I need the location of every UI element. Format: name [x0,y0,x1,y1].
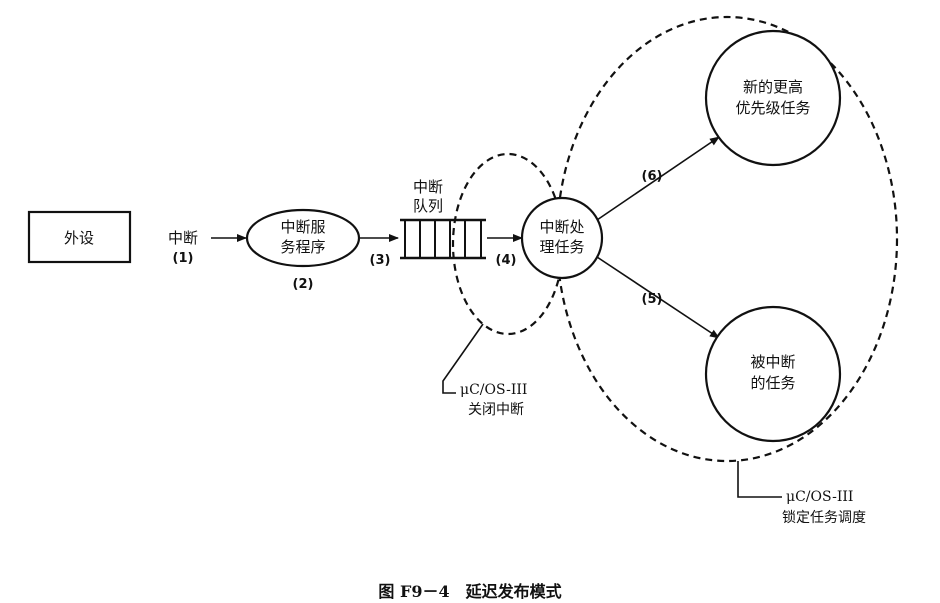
queue-label-line2: 队列 [413,197,443,215]
lock-scheduler-line2: 锁定任务调度 [782,510,866,526]
edge-interrupt: 中断 (1) [168,229,247,266]
lock-scheduler-line1: μC/OS-III [786,489,853,505]
queue-label-line1: 中断 [413,178,443,196]
step-4-label: (4) [496,253,517,268]
figure-caption: 图 F9－4 延迟发布模式 [378,582,561,601]
step-2-label: (2) [293,277,314,292]
handler-task-node: 中断处 理任务 [520,196,604,280]
edge-step-5: (5) [596,256,720,339]
interrupted-label-line1: 被中断 [750,353,795,371]
edge-step-6: (6) [596,136,720,221]
interrupted-label-line2: 的任务 [750,374,795,392]
lock-scheduler-annotation: μC/OS-III 锁定任务调度 [737,461,866,526]
edge-isr-to-queue: (3) [360,234,399,268]
handler-label-line2: 理任务 [539,238,584,256]
step-6-label: (6) [642,169,663,184]
high-task-label-line2: 优先级任务 [735,99,810,117]
disable-interrupt-line1: μC/OS-III [460,382,527,398]
handler-label-line1: 中断处 [539,218,584,236]
high-priority-task-node: 新的更高 优先级任务 [704,29,842,167]
disable-interrupt-annotation: μC/OS-III 关闭中断 [442,323,527,418]
peripheral-node: 外设 [27,210,132,264]
disable-interrupt-line2: 关闭中断 [468,402,524,418]
peripheral-label: 外设 [64,229,94,247]
interrupted-task-node: 被中断 的任务 [704,305,842,443]
step-5-label: (5) [642,292,663,307]
interrupt-queue: 中断 队列 [400,178,486,260]
high-task-label-line1: 新的更高 [743,78,803,96]
isr-node: 中断服 务程序 (2) [245,208,361,292]
step-3-label: (3) [370,253,391,268]
edge-queue-to-handler: (4) [487,234,523,268]
isr-label-line1: 中断服 [280,218,325,236]
step-1-label: (1) [173,251,194,266]
interrupt-label: 中断 [168,229,198,247]
isr-label-line2: 务程序 [280,238,325,256]
